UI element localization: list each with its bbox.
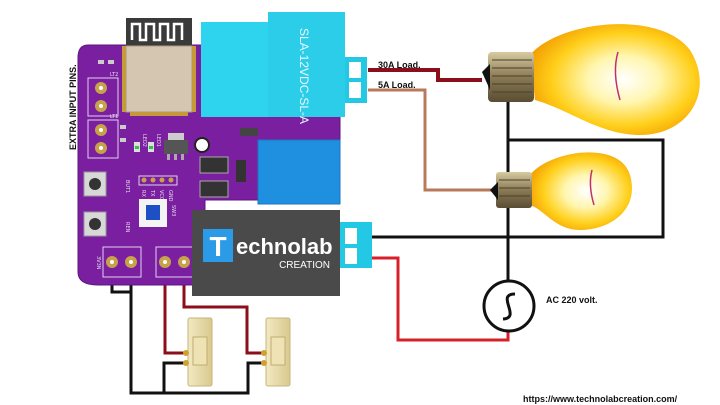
terminal-power-in [102, 246, 142, 278]
relay-5a [257, 139, 341, 205]
silk-rx: RX [140, 190, 146, 197]
optocoupler-2 [199, 180, 229, 198]
load-5a-label: 5A Load. [378, 80, 416, 90]
wire-30a-load [368, 68, 482, 82]
terminal-ac-input [340, 222, 372, 268]
ac-source-symbol [482, 279, 536, 333]
wire-switch-common-1 [110, 262, 270, 395]
bulb-30a [482, 24, 700, 135]
relay-30a: SLA-12VDC-SL-A [201, 12, 345, 124]
logo-sub: CREATION [279, 260, 330, 271]
terminal-lt1 [87, 119, 119, 159]
extra-input-pins-label: EXTRA INPUT PINS. [68, 64, 78, 150]
terminal-load-output [345, 57, 367, 103]
push-button-2 [83, 211, 107, 237]
silk-led2: LED2 [141, 134, 147, 147]
wall-switch-1 [183, 317, 213, 387]
programming-header [138, 175, 178, 186]
wire-bulb-loop [508, 138, 665, 239]
wire-switch-1 [163, 262, 185, 355]
logo-letter: T [209, 231, 226, 262]
wire-5a-load [368, 88, 492, 192]
wire-live [370, 256, 510, 342]
technolab-logo-block: T echnolab CREATION [192, 210, 340, 296]
wifi-module [122, 18, 196, 116]
terminal-lt2 [87, 77, 119, 117]
silk-gnd: GND [167, 190, 173, 202]
silk-but1: BUT1 [124, 180, 130, 193]
silk-led1: LED1 [155, 134, 161, 147]
silk-lt2: LT2 [110, 72, 118, 78]
ac-voltage-label: AC 220 volt. [546, 295, 598, 305]
sw3-switch [139, 199, 167, 227]
wire-neutral [370, 235, 510, 283]
logo-name: echnolab [236, 234, 333, 259]
wire-switch-2 [182, 262, 270, 355]
push-button-1 [83, 171, 107, 197]
terminal-switch-in [155, 246, 195, 278]
load-30a-label: 30A Load. [378, 60, 421, 70]
capacitor [194, 137, 210, 153]
wire-switch-common-3 [162, 361, 185, 393]
silk-tx: TX [149, 189, 155, 197]
silk-sw3: SW3 [170, 205, 176, 216]
website-url: https://www.technolabcreation.com/ [523, 394, 678, 404]
silk-lt1: LT1 [110, 114, 118, 120]
bulb-5a [490, 152, 632, 230]
silk-vcc: VCC [158, 190, 164, 201]
wall-switch-2 [261, 317, 291, 387]
silk-ren: REN [124, 222, 130, 233]
voltage-regulator [164, 133, 188, 160]
relay-model-label: SLA-12VDC-SL-A [297, 28, 311, 124]
silk-vin: 3V3N [95, 256, 101, 270]
optocoupler-1 [199, 156, 229, 174]
